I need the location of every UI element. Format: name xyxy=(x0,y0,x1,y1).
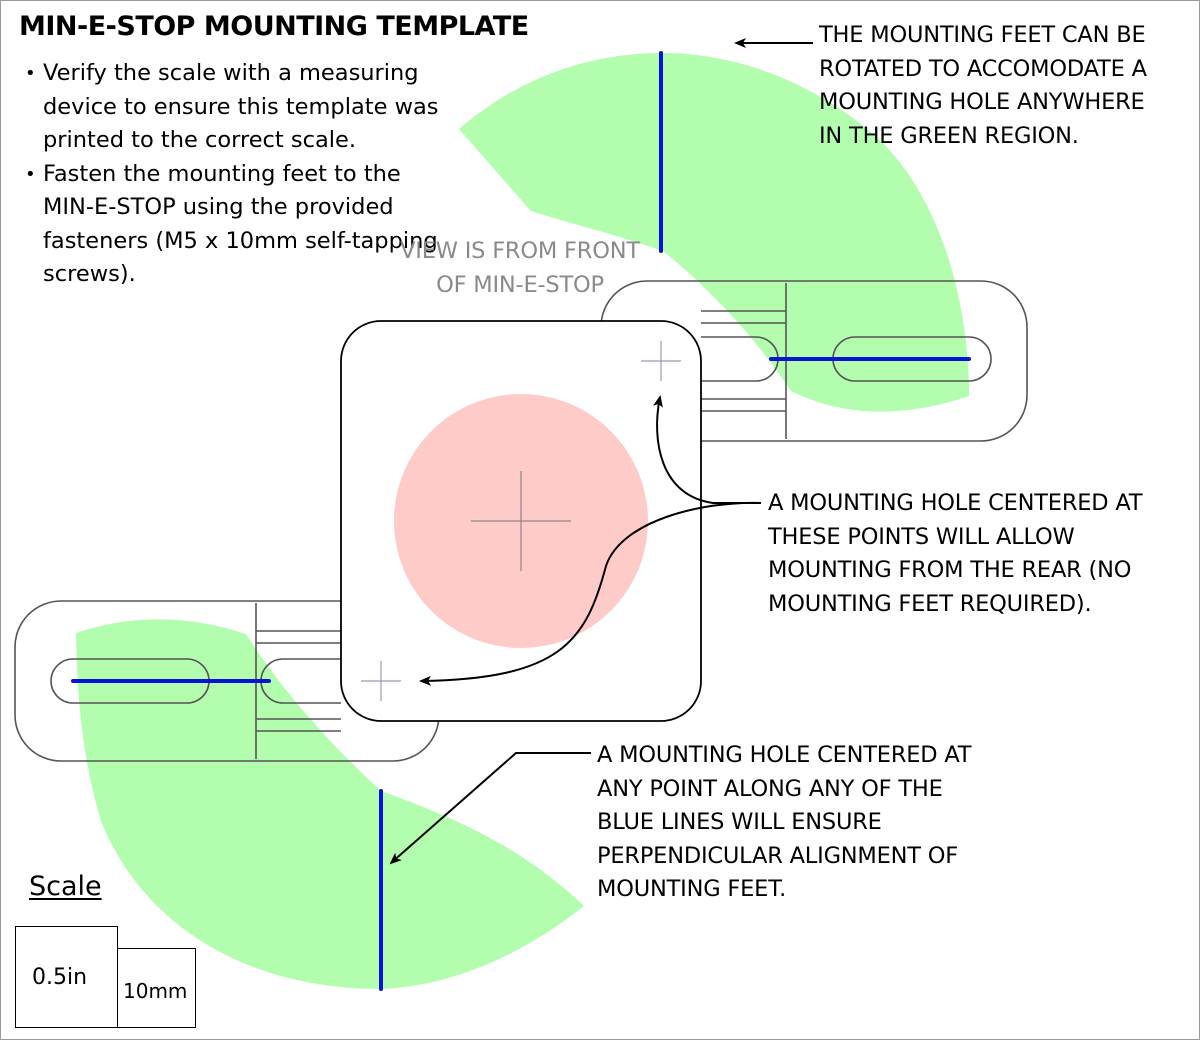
rear-mount-point-top-right xyxy=(641,341,681,381)
leader-arrow-rear-bottom xyxy=(419,501,762,686)
callout-rear-mounting: A MOUNTING HOLE CENTERED AT THESE POINTS… xyxy=(768,490,1143,617)
instruction-item: Verify the scale with a measuring device… xyxy=(25,57,445,158)
green-region-bottom xyxy=(76,619,584,989)
scale-box-metric: 10mm xyxy=(117,948,196,1028)
green-region-top xyxy=(459,53,969,412)
instruction-item: Fasten the mounting feet to the MIN-E-ST… xyxy=(25,158,445,292)
view-orientation-note: VIEW IS FROM FRONT OF MIN-E-STOP xyxy=(400,238,640,298)
scale-metric-label: 10mm xyxy=(123,979,188,1003)
scale-box-imperial: 0.5in xyxy=(15,926,118,1028)
leader-arrow-blue-lines xyxy=(389,752,591,865)
rear-mount-point-bottom-left xyxy=(361,661,401,701)
scale-title: Scale xyxy=(29,871,102,902)
estop-center-crosshair xyxy=(471,471,571,571)
leader-arrow-rear-top xyxy=(653,395,761,504)
blue-alignment-lines xyxy=(71,51,971,991)
callout-green-region: THE MOUNTING FEET CAN BE ROTATED TO ACCO… xyxy=(819,22,1147,149)
callout-blue-lines: A MOUNTING HOLE CENTERED AT ANY POINT AL… xyxy=(597,742,972,902)
instruction-list: Verify the scale with a measuring device… xyxy=(25,57,445,292)
page-title: MIN-E-STOP MOUNTING TEMPLATE xyxy=(19,11,529,42)
scale-imperial-label: 0.5in xyxy=(32,965,88,990)
